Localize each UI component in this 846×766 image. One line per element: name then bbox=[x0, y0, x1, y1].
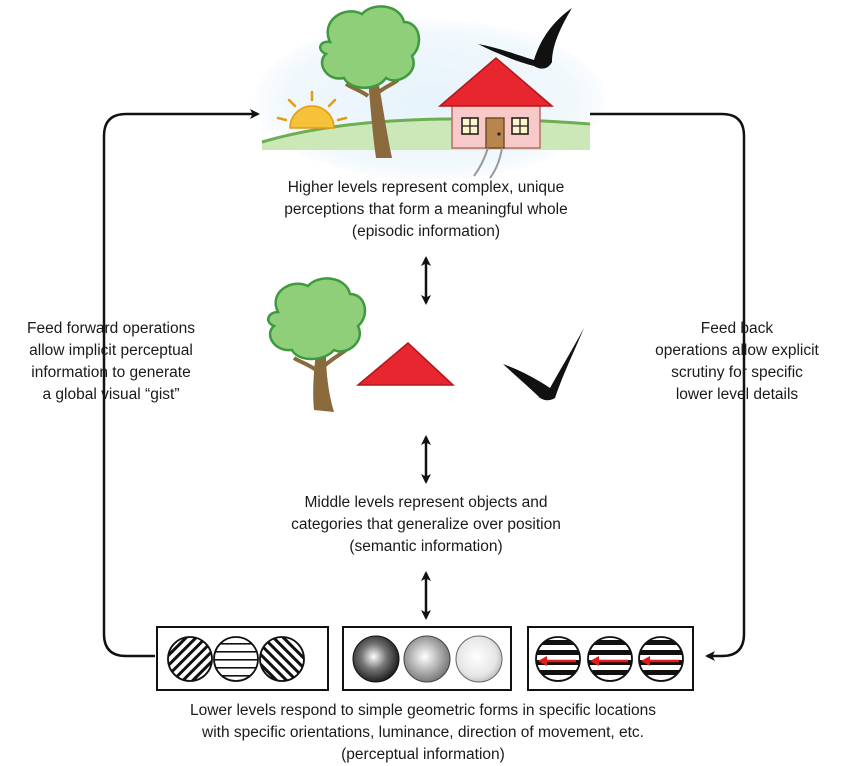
caption-line: (semantic information) bbox=[349, 538, 503, 555]
episodic-scene bbox=[255, 5, 605, 180]
tree-icon bbox=[318, 5, 421, 158]
motion-grating-icon bbox=[587, 636, 633, 682]
luminance-disc-icon bbox=[455, 635, 503, 683]
house-icon bbox=[437, 57, 555, 179]
semantic-objects bbox=[266, 277, 584, 412]
lower-level-caption: Lower levels respond to simple geometric… bbox=[98, 700, 748, 766]
triangle-icon bbox=[355, 341, 455, 386]
higher-level-caption: Higher levels represent complex, unique … bbox=[226, 177, 626, 243]
side-label-line: a global visual “gist” bbox=[42, 386, 180, 403]
caption-line: (episodic information) bbox=[351, 223, 501, 240]
motion-grating-icon bbox=[638, 636, 684, 682]
side-label-line: operations allow explicit bbox=[655, 342, 819, 359]
side-label-line: lower level details bbox=[675, 386, 799, 403]
feed-back-label: Feed back operations allow explicit scru… bbox=[634, 318, 840, 406]
luminance-box bbox=[342, 626, 512, 691]
orientation-box bbox=[156, 626, 329, 691]
checkmark-icon bbox=[503, 328, 584, 401]
luminance-disc-icon bbox=[352, 635, 400, 683]
side-label-line: Feed back bbox=[700, 320, 774, 337]
tree-icon bbox=[266, 277, 367, 412]
grating-icon bbox=[259, 636, 305, 682]
feed-forward-label: Feed forward operations allow implicit p… bbox=[0, 318, 222, 406]
grating-icon bbox=[167, 636, 213, 682]
side-label-line: Feed forward operations bbox=[26, 320, 195, 337]
side-label-line: information to generate bbox=[31, 364, 191, 381]
caption-line: perceptions that form a meaningful whole bbox=[284, 201, 568, 218]
caption-line: categories that generalize over position bbox=[291, 516, 561, 533]
caption-line: with specific orientations, luminance, d… bbox=[202, 724, 644, 741]
motion-box bbox=[527, 626, 694, 691]
motion-grating-icon bbox=[535, 636, 581, 682]
feed-forward-arrow bbox=[102, 109, 260, 658]
caption-line: Lower levels respond to simple geometric… bbox=[189, 702, 657, 719]
bird-icon bbox=[478, 8, 572, 69]
grating-icon bbox=[213, 636, 259, 682]
middle-level-caption: Middle levels represent objects and cate… bbox=[226, 492, 626, 558]
luminance-disc-icon bbox=[403, 635, 451, 683]
side-label-line: allow implicit perceptual bbox=[29, 342, 193, 359]
side-label-line: scrutiny for specific bbox=[671, 364, 803, 381]
feed-back-arrow bbox=[590, 112, 746, 661]
caption-line: Higher levels represent complex, unique bbox=[287, 179, 565, 196]
sun-icon bbox=[276, 90, 348, 129]
caption-line: Middle levels represent objects and bbox=[304, 494, 548, 511]
caption-line: (perceptual information) bbox=[341, 746, 505, 763]
